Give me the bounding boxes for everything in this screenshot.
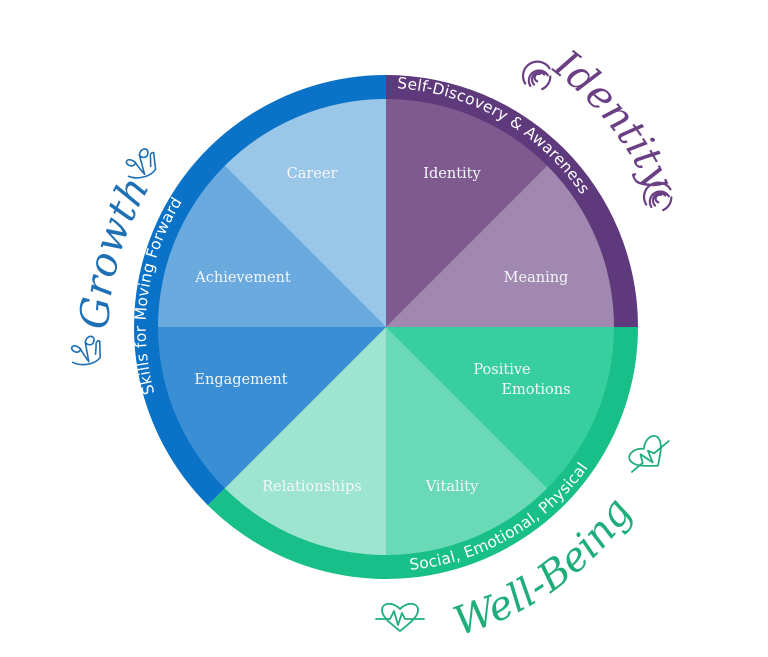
segment-label-positive-emotions: Positive [473,362,530,378]
segment-label-relationships: Relationships [262,479,361,495]
segment-label-meaning: Meaning [504,270,569,286]
segment-meaning [386,165,614,327]
segments [158,99,614,555]
segment-label-engagement: Engagement [194,372,287,388]
heart-pulse-icon [375,602,425,632]
segment-relationships [224,327,386,555]
segment-label-vitality: Vitality [425,479,479,495]
segment-label-identity: Identity [423,166,481,182]
fingerprint-icon [521,60,552,91]
segment-positive-emotions [386,327,614,489]
segment-label-positive-emotions: Emotions [501,382,570,398]
sprout-hand-icon [70,335,101,366]
fingerprint-icon [642,181,673,212]
heart-pulse-icon [628,435,670,473]
segment-engagement [158,327,386,489]
segment-career [224,99,386,327]
segment-achievement [158,165,386,327]
sprout-hand-icon [125,148,157,179]
segment-label-achievement: Achievement [194,270,291,286]
segment-vitality [386,327,548,555]
segment-identity [386,99,548,327]
segment-label-career: Career [287,166,338,182]
